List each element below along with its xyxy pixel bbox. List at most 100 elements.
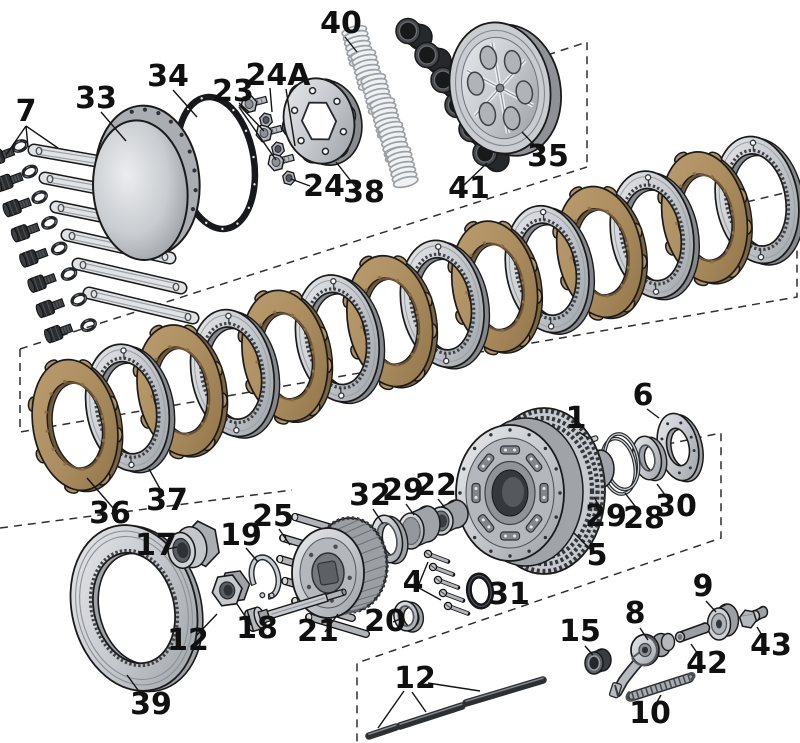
part-label-35: 35 <box>527 139 569 174</box>
part-label-31: 31 <box>488 577 530 612</box>
[object SVGGElement] <box>447 220 544 356</box>
[object SVGGElement] <box>399 239 491 370</box>
[object SVGGElement] <box>189 308 281 439</box>
part-label-9: 9 <box>693 569 714 604</box>
[object SVGGElement] <box>44 323 74 344</box>
[object SVGGElement] <box>504 204 596 335</box>
part-label-28: 28 <box>623 501 665 536</box>
part-label-21: 21 <box>297 614 339 649</box>
[object SVGGElement] <box>477 514 495 533</box>
part-label-38: 38 <box>343 175 385 210</box>
roller-bearing-15 <box>584 648 612 675</box>
part-label-29a: 29 <box>382 473 424 508</box>
part-label-12a: 12 <box>167 623 209 658</box>
[object SVGGElement] <box>41 215 58 230</box>
part-label-6: 6 <box>633 378 654 413</box>
part-label-36: 36 <box>89 496 131 531</box>
[object SVGGElement] <box>0 172 24 193</box>
part-label-32: 32 <box>349 478 391 513</box>
part-label-33: 33 <box>75 81 117 116</box>
o-ring <box>465 572 495 610</box>
part-label-1: 1 <box>566 401 587 436</box>
part-label-22: 22 <box>415 468 457 503</box>
[object SVGGElement] <box>2 197 32 218</box>
lever-pin <box>674 622 711 643</box>
clutch-hub <box>276 512 389 638</box>
[object SVGGElement] <box>477 453 495 472</box>
[object SVGGElement] <box>294 274 386 405</box>
part-label-29b: 29 <box>585 499 627 534</box>
part-label-34: 34 <box>147 59 189 94</box>
[object SVGGElement] <box>609 170 700 301</box>
[object SVGGElement] <box>525 453 543 472</box>
leader-lines <box>5 36 767 729</box>
part-label-7: 7 <box>16 94 37 129</box>
ramp-disc <box>706 603 740 641</box>
part-label-37: 37 <box>146 483 188 518</box>
part-label-40: 40 <box>320 6 362 41</box>
spacer-ring-20 <box>393 600 425 633</box>
clutch-spring-set <box>341 24 419 189</box>
part-label-24A: 24A <box>246 58 312 93</box>
return-spring <box>625 672 696 702</box>
pushrod-set <box>365 676 547 740</box>
[object SVGGElement] <box>0 146 16 167</box>
spring-collar-plate <box>281 77 363 166</box>
release-bushing <box>167 520 220 570</box>
part-label-10: 10 <box>629 696 671 731</box>
part-label-24: 24 <box>303 169 345 204</box>
part-label-4: 4 <box>403 565 424 600</box>
[object SVGGElement] <box>27 358 124 494</box>
part-label-17: 17 <box>135 528 177 563</box>
bearing-plate <box>656 412 704 483</box>
[object SVGGElement] <box>70 292 88 307</box>
part-label-39: 39 <box>130 687 172 722</box>
[object SVGGElement] <box>60 267 78 281</box>
[object SVGGElement] <box>539 482 549 504</box>
part-label-43: 43 <box>750 628 792 663</box>
keps-nut-set <box>258 112 297 186</box>
part-label-12b: 12 <box>394 661 436 696</box>
[object SVGGElement] <box>237 289 334 425</box>
[object SVGGElement] <box>84 343 176 474</box>
[object SVGGElement] <box>11 139 29 153</box>
part-label-15: 15 <box>559 614 601 649</box>
part-label-8: 8 <box>625 596 646 631</box>
hex-bolt-43 <box>738 605 769 629</box>
part-label-30: 30 <box>655 489 697 524</box>
[object SVGGElement] <box>21 164 39 179</box>
adjusting-screw <box>243 588 347 633</box>
[object SVGGElement] <box>50 241 68 256</box>
part-label-42: 42 <box>686 646 728 681</box>
[object SVGGElement] <box>525 514 543 533</box>
[object SVGGElement] <box>499 445 521 455</box>
[object SVGGElement] <box>10 222 41 243</box>
[object SVGGElement] <box>80 318 97 333</box>
[object SVGGElement] <box>471 482 481 504</box>
part-label-25: 25 <box>252 499 294 534</box>
[object SVGGElement] <box>132 324 229 460</box>
[object SVGGElement] <box>657 151 753 287</box>
part-label-5: 5 <box>587 538 608 573</box>
releasing-disc <box>69 524 204 693</box>
[object SVGGElement] <box>31 190 48 205</box>
spring-pressure-plate <box>448 21 562 157</box>
[object SVGGElement] <box>552 185 648 321</box>
screw-set-4 <box>423 549 471 616</box>
clutch-cover <box>92 104 201 261</box>
[object SVGGElement] <box>27 272 57 293</box>
adjusting-nut <box>211 570 251 607</box>
[object SVGGElement] <box>499 531 521 541</box>
part-label-19: 19 <box>220 518 262 553</box>
part-label-23: 23 <box>212 74 254 109</box>
[object SVGGElement] <box>35 298 66 319</box>
part-label-20: 20 <box>364 604 406 639</box>
lock-clip <box>248 554 282 600</box>
part-label-18: 18 <box>236 611 278 646</box>
[object SVGGElement] <box>19 247 49 268</box>
part-label-41: 41 <box>448 171 490 206</box>
[object SVGGElement] <box>342 254 439 391</box>
